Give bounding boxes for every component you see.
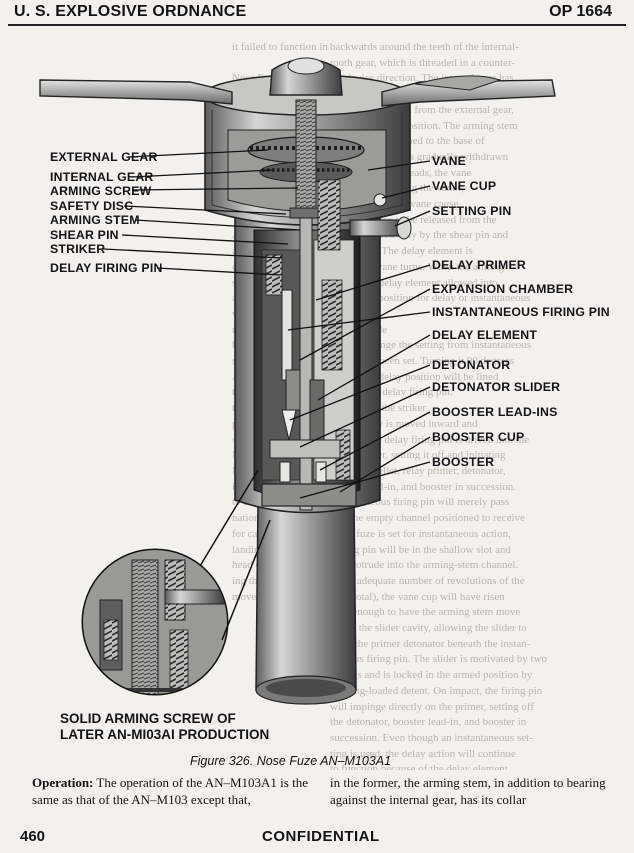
label-detonator-slider: DETONATOR SLIDER bbox=[432, 380, 561, 394]
background-text-line: into the empty channel positioned to rec… bbox=[330, 512, 525, 525]
setting-pin bbox=[349, 193, 412, 240]
header-rule bbox=[8, 24, 626, 26]
gears bbox=[247, 136, 365, 183]
background-text-line: setting pin will be in the shallow slot … bbox=[330, 543, 511, 556]
figure-caption: Figure 326. Nose Fuze AN–M103A1 bbox=[190, 754, 392, 768]
running-header-code: OP 1664 bbox=[549, 3, 612, 20]
label-delay-firing-pin: DELAY FIRING PIN bbox=[50, 261, 163, 275]
page-number: 460 bbox=[20, 828, 46, 845]
label-striker: STRIKER bbox=[50, 242, 106, 256]
background-text-line: (350 total), the vane cup will have rise… bbox=[330, 590, 505, 603]
background-text-line: ting is used, the delay action will cont… bbox=[330, 747, 516, 760]
label-arming-screw: ARMING SCREW bbox=[50, 184, 152, 198]
inset-magnifier bbox=[81, 469, 271, 696]
internal-train bbox=[261, 289, 357, 507]
background-text-line: not protrude into the arming-stem channe… bbox=[330, 559, 519, 572]
booster-cup-body bbox=[255, 499, 357, 705]
background-text-line: taneous firing pin. The slider is motiva… bbox=[330, 653, 548, 666]
body-text-left: Operation: The operation of the AN–M103A… bbox=[32, 774, 314, 808]
background-text-line: If the fuze is set for instantaneous act… bbox=[330, 527, 511, 540]
label-vane-cup: VANE CUP bbox=[432, 179, 497, 193]
background-text-line: align the primer detonator beneath the i… bbox=[330, 637, 531, 650]
background-text-line: springs and is locked in the armed posit… bbox=[330, 669, 533, 682]
label-instantaneous-firing-pin: INSTANTANEOUS FIRING PIN bbox=[432, 305, 610, 319]
operation-heading: Operation: bbox=[32, 775, 94, 790]
label-arming-stem: ARMING STEM bbox=[50, 213, 140, 227]
label-delay-primer: DELAY PRIMER bbox=[432, 258, 526, 272]
background-text-line: tooth gear, which is threaded in a count… bbox=[330, 56, 516, 69]
background-text-line: will impinge directly on the primer, set… bbox=[330, 700, 535, 713]
label-safety-disc: SAFETY DISC bbox=[50, 199, 134, 213]
label-expansion-chamber: EXPANSION CHAMBER bbox=[432, 282, 574, 296]
background-text-line: succession. Even though an instantaneous… bbox=[330, 731, 533, 744]
classification-marking: CONFIDENTIAL bbox=[262, 828, 380, 845]
label-booster-lead-ins: BOOSTER LEAD-INS bbox=[432, 405, 558, 419]
background-text-line: the detonator, booster lead-in, and boos… bbox=[330, 716, 527, 729]
background-text-line: to function because of the delay element… bbox=[330, 763, 511, 770]
background-text-line: it failed to function instantaneously. bbox=[232, 41, 328, 53]
label-setting-pin: SETTING PIN bbox=[432, 204, 512, 218]
label-booster: BOOSTER bbox=[432, 455, 495, 469]
leader-lines bbox=[102, 149, 431, 499]
inset-caption-line: LATER AN-MI03AI PRODUCTION bbox=[60, 727, 270, 742]
background-text-line: by an adequate number of revolutions of … bbox=[330, 574, 525, 587]
body-text-right: in the former, the arming stem, in addit… bbox=[330, 775, 606, 807]
background-text-line: backwards around the teeth of the intern… bbox=[330, 41, 519, 53]
label-booster-cup: BOOSTER CUP bbox=[432, 430, 525, 444]
label-detonator: DETONATOR bbox=[432, 358, 511, 372]
label-shear-pin: SHEAR PIN bbox=[50, 228, 119, 242]
background-text-line: high enough to have the arming stem move bbox=[330, 606, 521, 619]
running-header-title: U. S. EXPLOSIVE ORDNANCE bbox=[14, 3, 247, 20]
label-vane: VANE bbox=[432, 154, 467, 168]
background-text-line: out of the slider cavity, allowing the s… bbox=[330, 622, 527, 635]
label-internal-gear: INTERNAL GEAR bbox=[50, 170, 154, 184]
nose-cap bbox=[269, 57, 343, 96]
background-text-line: a spring-loaded detent. On impact, the f… bbox=[330, 684, 543, 697]
vanes bbox=[39, 75, 556, 107]
label-delay-element: DELAY ELEMENT bbox=[432, 328, 538, 342]
label-external-gear: EXTERNAL GEAR bbox=[50, 150, 158, 164]
operation-text: The operation of the AN–M103A1 is the sa… bbox=[32, 775, 308, 807]
inset-caption-line: SOLID ARMING SCREW OF bbox=[60, 711, 236, 726]
arming-screw-and-stem bbox=[289, 99, 323, 511]
inset-caption: SOLID ARMING SCREW OF LATER AN-MI03AI PR… bbox=[60, 711, 269, 743]
